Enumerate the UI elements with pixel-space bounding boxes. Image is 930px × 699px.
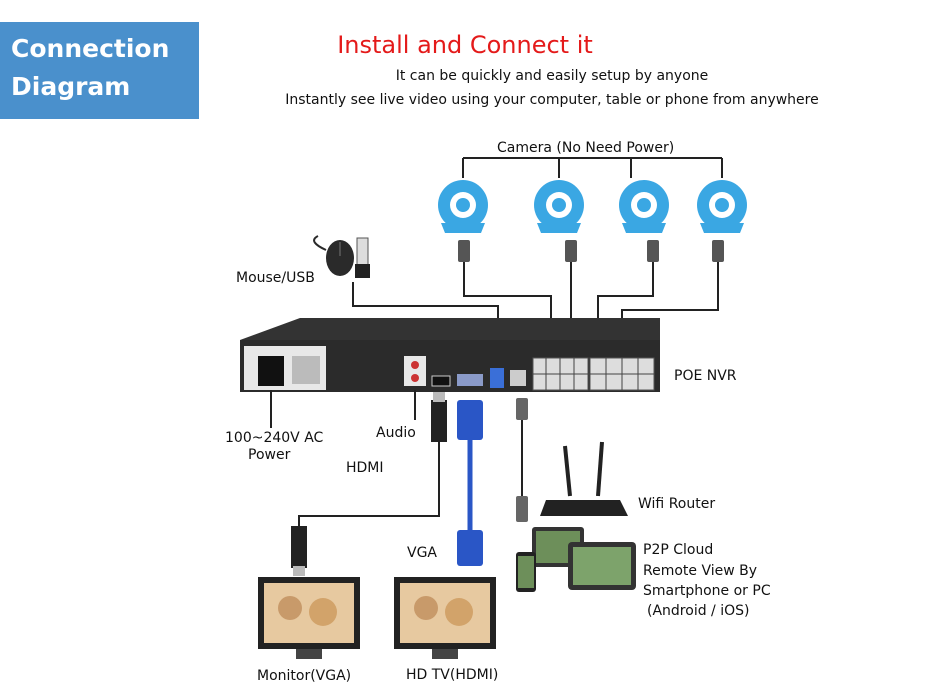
p2p-label-2: Remote View By — [643, 563, 758, 579]
mouse-usb-label: Mouse/USB — [236, 270, 315, 286]
subtitle-1: It can be quickly and easily setup by an… — [395, 68, 709, 84]
camera-icon — [534, 180, 584, 233]
monitor-label: Monitor(VGA) — [257, 668, 352, 684]
camera-bracket — [462, 157, 723, 178]
hdmi-cable — [291, 392, 447, 576]
vga-label: VGA — [407, 545, 438, 561]
badge-line-1: Connection — [11, 34, 170, 63]
p2p-label-1: P2P Cloud — [643, 542, 714, 558]
p2p-label-4: (Android / iOS) — [647, 603, 750, 619]
camera-icon — [438, 180, 488, 233]
page-title: Install and Connect it — [337, 31, 593, 59]
wifi-router-label: Wifi Router — [638, 496, 716, 512]
hdmi-label: HDMI — [346, 460, 384, 476]
audio-label: Audio — [376, 425, 416, 441]
tv-icon — [394, 577, 496, 659]
rj45-plug-icon — [458, 240, 724, 262]
poe-port-grid — [533, 358, 654, 390]
power-label-1: 100~240V AC — [225, 430, 324, 446]
devices-icon — [516, 527, 636, 592]
section-badge: Connection Diagram — [0, 22, 199, 119]
router-icon — [540, 441, 628, 516]
mouse-icon — [313, 235, 354, 276]
subtitle-2: Instantly see live video using your comp… — [285, 92, 819, 108]
poe-nvr-label: POE NVR — [674, 368, 737, 384]
power-label-2: Power — [248, 447, 291, 463]
vga-cable — [457, 400, 483, 566]
camera-label: Camera (No Need Power) — [497, 140, 675, 156]
usb-plug-icon — [355, 237, 370, 278]
camera-icon — [697, 180, 747, 233]
camera-icon — [619, 180, 669, 233]
network-cable — [516, 398, 528, 522]
badge-line-2: Diagram — [11, 72, 131, 101]
hdtv-label: HD TV(HDMI) — [406, 667, 499, 683]
monitor-icon — [258, 577, 360, 659]
p2p-label-3: Smartphone or PC — [643, 583, 771, 599]
